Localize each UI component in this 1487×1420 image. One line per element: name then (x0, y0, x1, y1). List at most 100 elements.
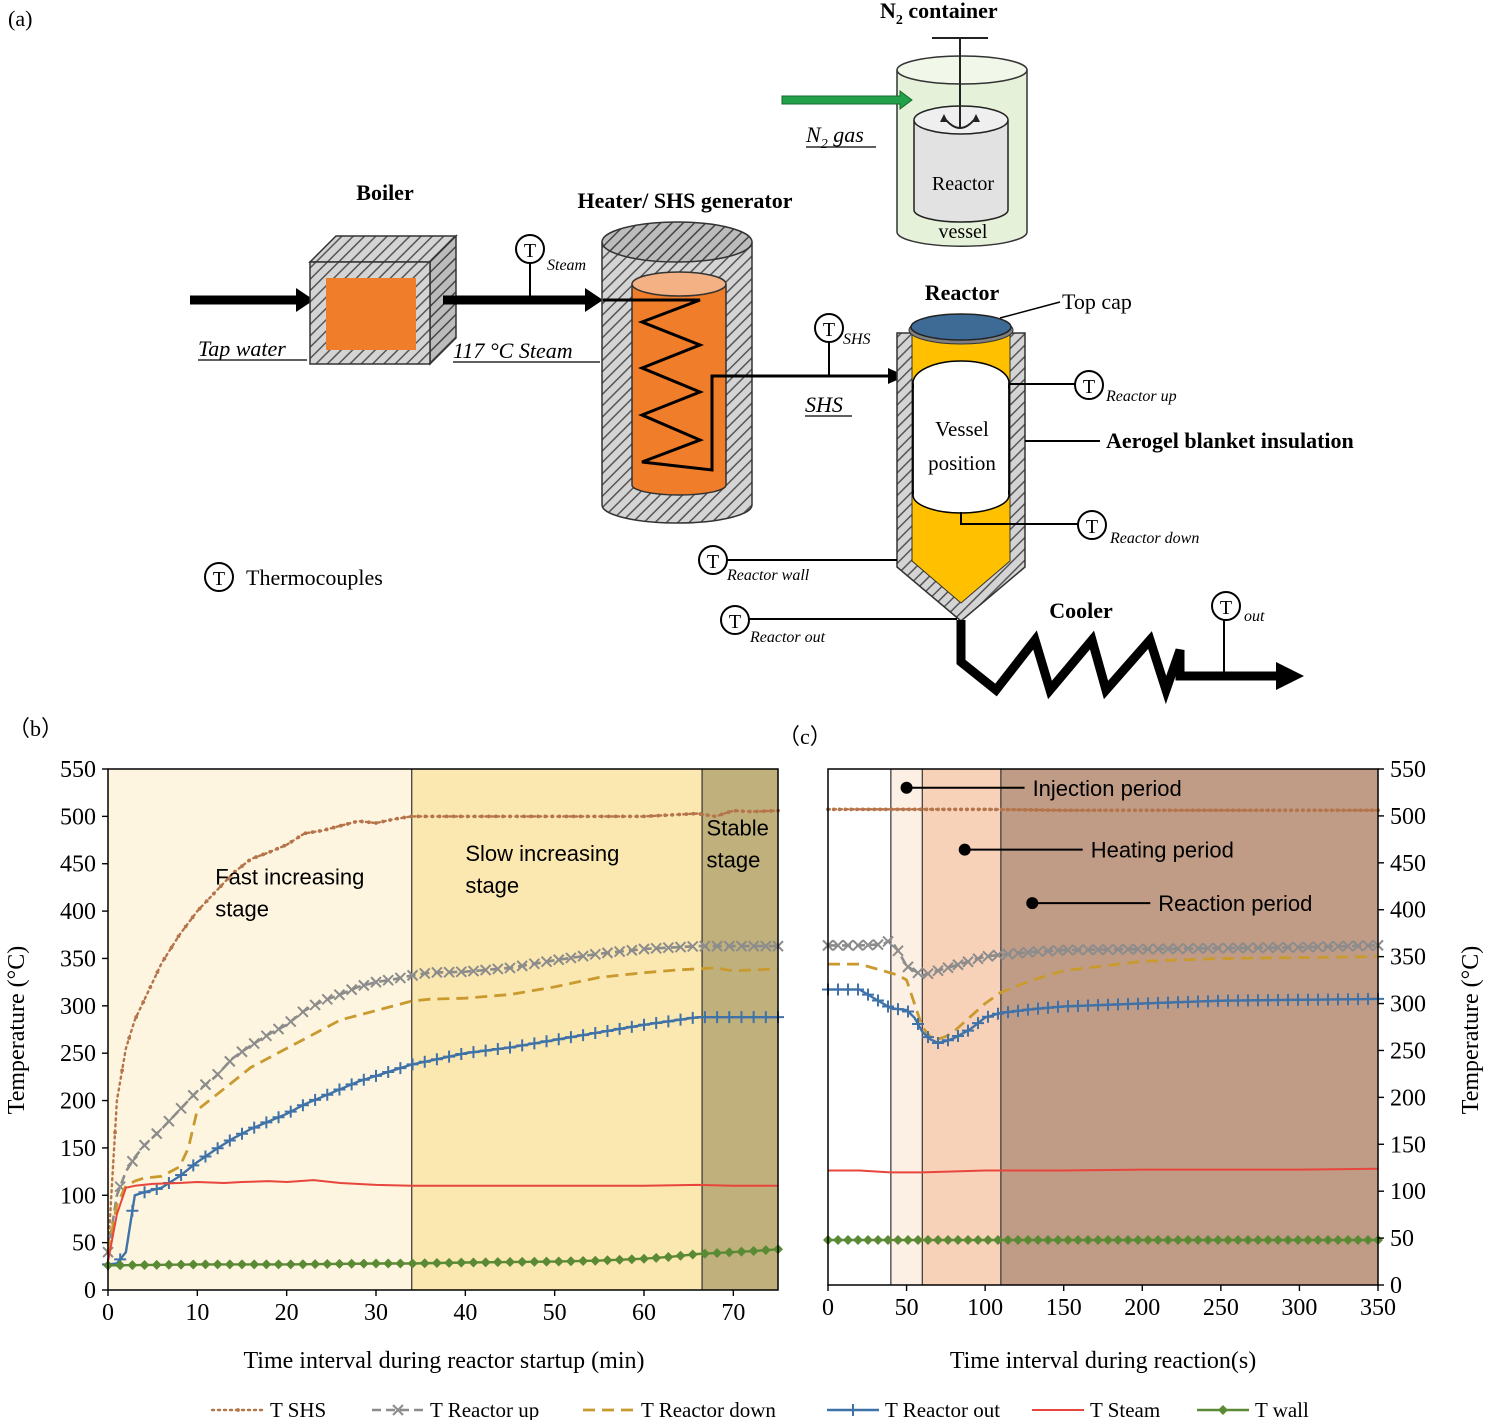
stage-region (108, 769, 412, 1290)
tc-reactor-down-label: Reactor down (1109, 530, 1199, 547)
point-marker (233, 869, 237, 874)
point-marker (1053, 1234, 1063, 1245)
reactor-label: Reactor (925, 280, 1000, 305)
point-marker (674, 1013, 687, 1026)
point-marker (456, 1257, 467, 1268)
point-marker (224, 1055, 236, 1068)
point-marker (924, 807, 929, 812)
point-marker (1303, 1234, 1313, 1245)
point-marker (352, 820, 357, 824)
point-marker (674, 941, 687, 953)
point-marker (1218, 1405, 1228, 1415)
point-marker (698, 812, 703, 816)
point-marker (1173, 1234, 1183, 1245)
point-marker (1262, 941, 1274, 954)
point-marker (691, 811, 696, 816)
point-marker (983, 1234, 993, 1245)
point-marker (1196, 808, 1201, 813)
point-marker (932, 965, 944, 977)
point-marker (1333, 1234, 1343, 1245)
point-marker (651, 1252, 662, 1263)
point-marker (1115, 808, 1120, 813)
point-marker (613, 1022, 626, 1035)
point-marker (1109, 808, 1114, 813)
svg-text:T: T (1220, 597, 1232, 619)
point-marker (1302, 941, 1314, 953)
point-marker (1323, 1234, 1333, 1245)
heater-coil-icon (603, 298, 740, 472)
point-marker (1150, 808, 1155, 813)
point-marker (747, 940, 760, 952)
point-marker (923, 1234, 933, 1245)
point-marker (592, 814, 597, 819)
point-marker (1225, 808, 1230, 813)
point-marker (1347, 808, 1351, 813)
point-marker (602, 1255, 613, 1266)
point-marker (992, 1007, 1004, 1020)
point-marker (199, 1078, 212, 1091)
point-marker (832, 939, 844, 952)
x-tick-label: 40 (453, 1300, 477, 1326)
point-marker (1082, 944, 1094, 956)
point-marker (321, 1088, 334, 1101)
y-tick-label: 450 (60, 852, 96, 878)
point-marker (431, 966, 443, 979)
point-marker (358, 979, 370, 992)
point-marker (296, 1099, 309, 1112)
point-marker (571, 814, 576, 819)
point-marker (1123, 1234, 1133, 1245)
point-marker (297, 1259, 308, 1270)
point-marker (726, 810, 731, 815)
point-marker (577, 1029, 590, 1042)
point-marker (188, 1259, 199, 1270)
point-marker (1318, 808, 1323, 813)
point-marker (211, 1142, 224, 1155)
point-marker (395, 1258, 406, 1269)
x-tick-label: 50 (895, 1295, 919, 1321)
point-marker (982, 807, 987, 812)
point-marker (918, 807, 923, 812)
point-marker (932, 1036, 944, 1049)
point-marker (212, 1259, 223, 1270)
point-marker (357, 1073, 370, 1086)
y-tick-label: 100 (1390, 1179, 1426, 1205)
x-tick-label: 30 (364, 1300, 388, 1326)
point-marker (321, 993, 333, 1005)
point-marker (1202, 942, 1214, 955)
point-marker (941, 807, 946, 812)
point-marker (148, 985, 153, 990)
y-axis-title-c: Temperature (°C) (1458, 946, 1484, 1115)
svg-text:T: T (1083, 376, 1095, 398)
point-marker (970, 807, 975, 812)
point-marker (711, 940, 723, 952)
point-marker (1306, 808, 1311, 813)
stage-region (922, 769, 1001, 1285)
point-marker (626, 1254, 637, 1265)
point-marker (1138, 808, 1143, 813)
point-marker (635, 814, 639, 819)
point-marker (1163, 1234, 1173, 1245)
point-marker (1312, 808, 1317, 813)
y-tick-label: 500 (1390, 804, 1426, 830)
point-marker (687, 1249, 698, 1260)
legend-item-reactor-out: T Reactor out (827, 1398, 1000, 1420)
point-marker (127, 1260, 138, 1271)
heater-shs-generator: Heater/ SHS generator SHS T SHS (577, 188, 906, 524)
point-marker (639, 1253, 649, 1264)
point-marker (1254, 808, 1259, 813)
point-marker (416, 814, 421, 819)
point-marker (902, 1005, 914, 1018)
point-marker (849, 807, 854, 812)
y-tick-label: 450 (1390, 851, 1426, 877)
point-marker (662, 941, 675, 954)
point-marker (126, 1155, 139, 1167)
series-line (828, 1167, 1379, 1174)
point-marker (394, 972, 407, 984)
point-marker (1358, 808, 1363, 813)
point-marker (467, 965, 480, 977)
heater-label: Heater/ SHS generator (577, 188, 792, 213)
legend-label: T Reactor out (885, 1398, 1000, 1420)
point-marker (1362, 939, 1374, 952)
point-marker (392, 1404, 404, 1416)
y-tick-label: 250 (1390, 1038, 1426, 1064)
